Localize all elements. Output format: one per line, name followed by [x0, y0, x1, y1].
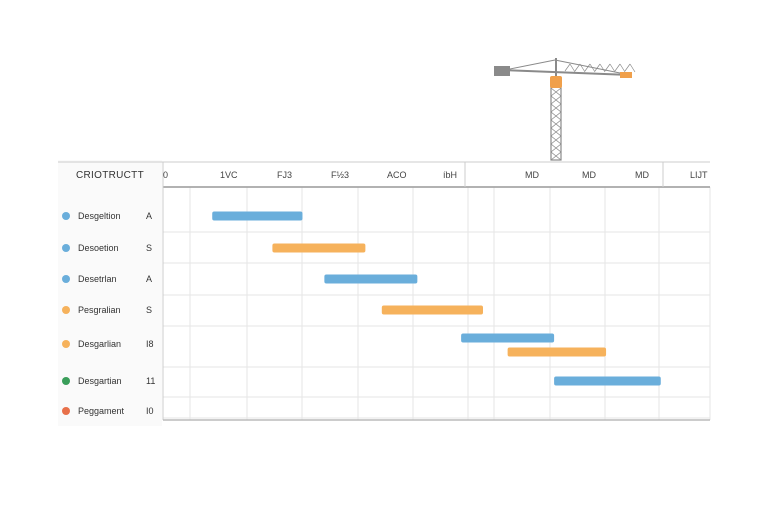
crane-jib: [499, 69, 631, 76]
task-row-label[interactable]: Pesgralian S: [60, 302, 160, 318]
task-row-label[interactable]: Peggament I0: [60, 403, 160, 419]
task-row-label[interactable]: Desgartian 11: [60, 373, 160, 389]
task-code: I0: [146, 406, 154, 416]
x-tick-label: MD: [582, 170, 596, 180]
crane-tie: [504, 59, 556, 71]
status-dot-icon: [62, 244, 70, 252]
x-tick-label: MD: [635, 170, 649, 180]
grid: [58, 161, 711, 421]
crane-lattice: [624, 63, 631, 72]
task-bars: [212, 211, 661, 386]
x-tick-label: MD: [525, 170, 539, 180]
crane-lattice: [609, 63, 616, 73]
crane-lattice: [550, 87, 562, 97]
x-tick-label: ACO: [387, 170, 407, 180]
crane-lattice: [550, 103, 562, 113]
x-tick-label: 1VC: [220, 170, 238, 180]
task-code: 11: [146, 376, 156, 386]
crane-cab: [550, 76, 562, 88]
task-name: Desgeltion: [78, 211, 121, 221]
status-dot-icon: [62, 306, 70, 314]
status-dot-icon: [62, 275, 70, 283]
task-code: I8: [146, 339, 154, 349]
crane-lattice: [589, 63, 596, 73]
x-tick-label: 0: [163, 170, 168, 180]
task-bar: [324, 274, 418, 284]
task-row-label[interactable]: Desoetion S: [60, 240, 160, 256]
crane-lattice: [574, 63, 581, 72]
status-dot-icon: [62, 212, 70, 220]
crane-lattice: [604, 63, 611, 72]
crane-lattice: [550, 127, 562, 137]
task-bar: [272, 243, 366, 253]
status-dot-icon: [62, 377, 70, 385]
crane-lattice: [550, 111, 562, 121]
task-name: Pesgralian: [78, 305, 121, 315]
task-name: Peggament: [78, 406, 125, 416]
crane-lattice: [614, 63, 621, 72]
crane-jib-tip: [620, 72, 632, 78]
task-row-label[interactable]: Desgeltion A: [60, 208, 160, 224]
tower-crane-icon: [494, 58, 636, 161]
crane-lattice: [584, 63, 591, 72]
task-name: Desgarlian: [78, 339, 122, 349]
crane-lattice: [594, 63, 601, 72]
task-code: A: [146, 211, 153, 221]
x-axis: 0 1VC FJ3 F½3 ACO íbH MD MD MD LIJT: [163, 170, 708, 180]
crane-lattice: [629, 63, 636, 73]
x-tick-label: íbH: [443, 170, 457, 180]
task-name: Desetrlan: [78, 274, 117, 284]
x-tick-label: FJ3: [277, 170, 292, 180]
crane-lattice: [550, 135, 562, 145]
task-bar: [381, 305, 483, 315]
task-code: S: [146, 243, 153, 253]
task-row-label[interactable]: Desetrlan A: [60, 271, 160, 287]
crane-lattice: [550, 143, 562, 153]
crane-lattice: [579, 63, 586, 73]
crane-lattice: [599, 63, 606, 73]
x-tick-label: F½3: [331, 170, 349, 180]
task-name: Desoetion: [78, 243, 119, 253]
task-bar: [212, 211, 303, 221]
crane-lattice: [569, 63, 576, 73]
status-dot-icon: [62, 407, 70, 415]
task-code: S: [146, 305, 153, 315]
task-name: Desgartian: [78, 376, 122, 386]
task-code: A: [146, 274, 153, 284]
crane-lattice: [564, 63, 571, 72]
crane-counterweight: [494, 66, 510, 76]
task-bar: [461, 333, 555, 343]
x-tick-label: LIJT: [690, 170, 708, 180]
task-bar: [507, 347, 607, 357]
task-bar: [554, 376, 661, 386]
task-row-label[interactable]: Desgarlian I8: [60, 336, 160, 352]
status-dot-icon: [62, 340, 70, 348]
crane-lattice: [550, 95, 562, 105]
crane-lattice: [550, 151, 562, 161]
chart-title: CRIOTRUCTT: [76, 170, 144, 181]
task-list-panel: [58, 160, 162, 426]
crane-lattice: [550, 119, 562, 129]
crane-lattice: [619, 63, 626, 73]
